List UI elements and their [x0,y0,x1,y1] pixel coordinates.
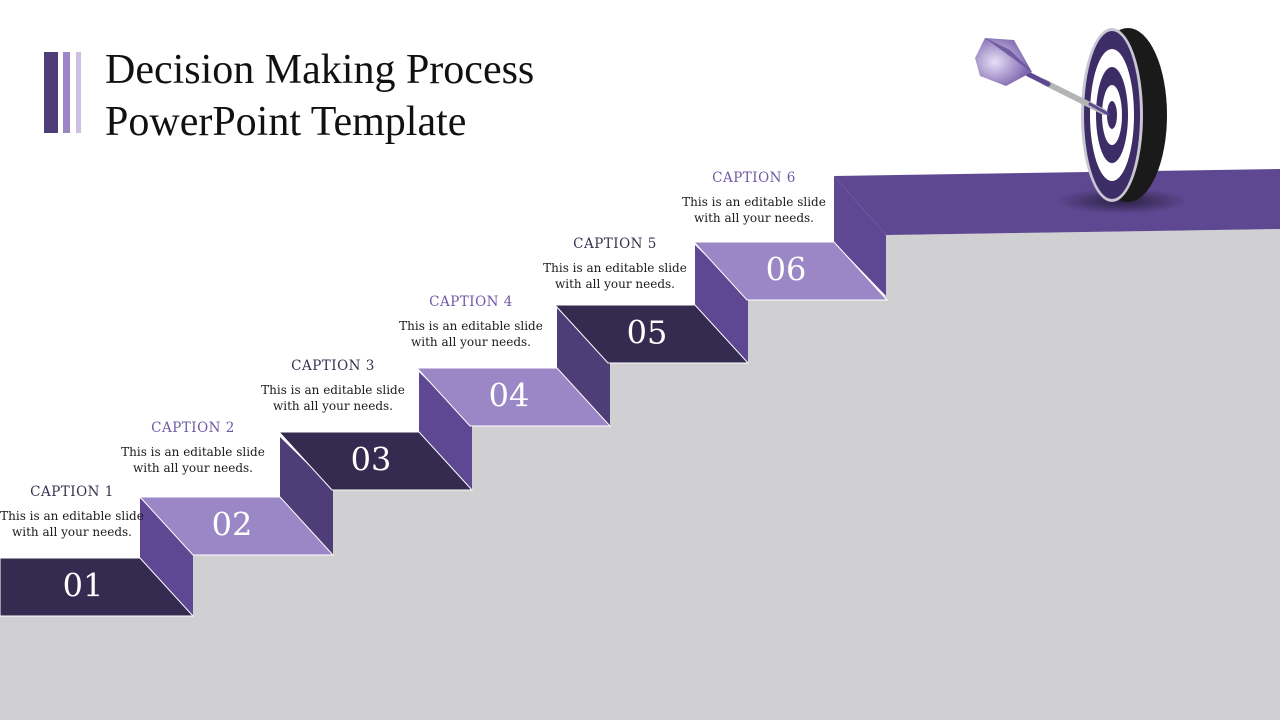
caption-block-3: CAPTION 3 This is an editable slide with a… [248,358,418,414]
caption-title: CAPTION 2 [151,420,235,436]
caption-block-4: CAPTION 4 This is an editable slide with a… [386,294,556,350]
caption-text-line-2: with all your needs. [273,399,393,413]
caption-text-line-1: This is an editable slide [261,383,405,397]
caption-text-line-2: with all your needs. [133,461,253,475]
step-5: 05 [553,245,750,364]
caption-text-line-2: with all your needs. [411,335,531,349]
step-1: 01 [0,498,195,617]
caption-text-line-1: This is an editable slide [682,195,826,209]
step-6: 06 [692,241,889,301]
step-riser [419,372,472,490]
step-riser [557,308,610,426]
title-accent-bar-medium [63,52,70,133]
caption-text-line-2: with all your needs. [555,277,675,291]
step-tread [553,304,750,364]
caption-text-line-1: This is an editable slide [121,445,265,459]
step-number: 02 [212,506,253,544]
step-4: 04 [415,308,612,427]
step-riser [280,437,333,555]
caption-text-line-1: This is an editable slide [399,319,543,333]
step-number: 04 [489,377,530,415]
page-title: Decision Making Process PowerPoint Templ… [105,44,534,148]
staircase-ground [0,229,1280,720]
caption-block-1: CAPTION 1 This is an editable slide with a… [0,484,157,540]
step-number: 03 [351,441,392,479]
caption-text-line-1: This is an editable slide [543,261,687,275]
caption-title: CAPTION 1 [30,484,114,500]
caption-text-line-2: with all your needs. [694,211,814,225]
caption-text-line-1: This is an editable slide [0,509,144,523]
title-accent-bar-dark [44,52,58,133]
step-tread [415,367,612,427]
dartboard-with-dart-icon [975,28,1188,214]
steps-layer: 01 02 03 04 05 06 [0,241,889,617]
caption-block-2: CAPTION 2 This is an editable slide with a… [108,420,278,476]
step-riser [695,245,748,363]
step-number: 01 [63,567,104,605]
caption-title: CAPTION 4 [429,294,513,310]
step-tread [0,557,195,617]
title-accent-bar-light [76,52,81,133]
caption-title: CAPTION 5 [573,236,657,252]
title-line-1: Decision Making Process [105,47,535,93]
step-tread [277,431,474,491]
step-number: 05 [627,314,668,352]
step-2: 02 [138,437,335,556]
step-number: 06 [766,251,807,289]
caption-title: CAPTION 6 [712,170,796,186]
caption-title: CAPTION 3 [291,358,375,374]
step-tread [692,241,889,301]
step-riser [140,498,193,616]
caption-block-6: CAPTION 6 This is an editable slide with a… [669,170,839,226]
caption-text-line-2: with all your needs. [12,525,132,539]
step-3: 03 [277,372,474,491]
step-tread [138,496,335,556]
title-line-2: PowerPoint Template [105,99,467,145]
caption-block-5: CAPTION 5 This is an editable slide with a… [530,236,700,292]
top-platform-riser [834,176,886,296]
